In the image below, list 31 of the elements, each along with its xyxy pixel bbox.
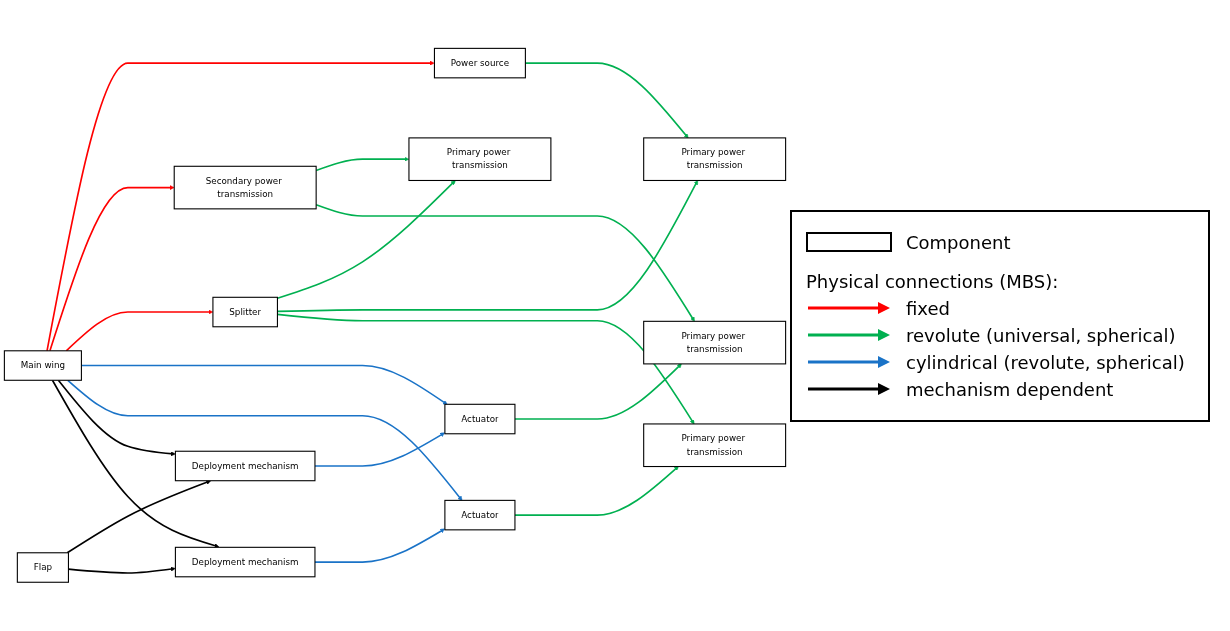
arrow xyxy=(276,180,698,313)
node-box: Primary power transmission xyxy=(643,320,787,365)
node-box: Splitter xyxy=(212,296,278,328)
legend-text: mechanism dependent xyxy=(906,378,1114,400)
legend-heading: Physical connections (MBS): xyxy=(806,270,1060,292)
arrow xyxy=(66,480,211,554)
node-box: Actuator xyxy=(444,403,516,435)
node-box: Power source xyxy=(433,48,526,79)
legend-text: revolute (universal, spherical) xyxy=(906,324,1176,346)
node-box: Secondary power transmission xyxy=(173,165,317,210)
legend-text: cylindrical (revolute, spherical) xyxy=(906,351,1185,373)
node-box: Deployment mechanism xyxy=(174,546,316,578)
node-box: Actuator xyxy=(444,500,516,531)
arrow xyxy=(46,60,435,352)
arrow xyxy=(57,379,176,457)
arrow xyxy=(314,432,445,467)
arrow xyxy=(51,379,220,549)
arrow xyxy=(67,379,463,502)
node-box: Primary power transmission xyxy=(643,423,787,468)
arrow xyxy=(276,180,456,300)
node-box: Main wing xyxy=(3,350,82,381)
arrow xyxy=(314,528,445,564)
node-box: Primary power transmission xyxy=(408,137,552,182)
node-box: Primary power transmission xyxy=(643,137,787,182)
legend-text: Component xyxy=(906,231,1011,253)
arrow xyxy=(514,363,682,421)
arrow xyxy=(514,466,679,517)
node-box: Deployment mechanism xyxy=(174,450,316,482)
node-box: Flap xyxy=(16,552,69,583)
arrow xyxy=(49,185,175,352)
legend-text: fixed xyxy=(906,297,950,319)
